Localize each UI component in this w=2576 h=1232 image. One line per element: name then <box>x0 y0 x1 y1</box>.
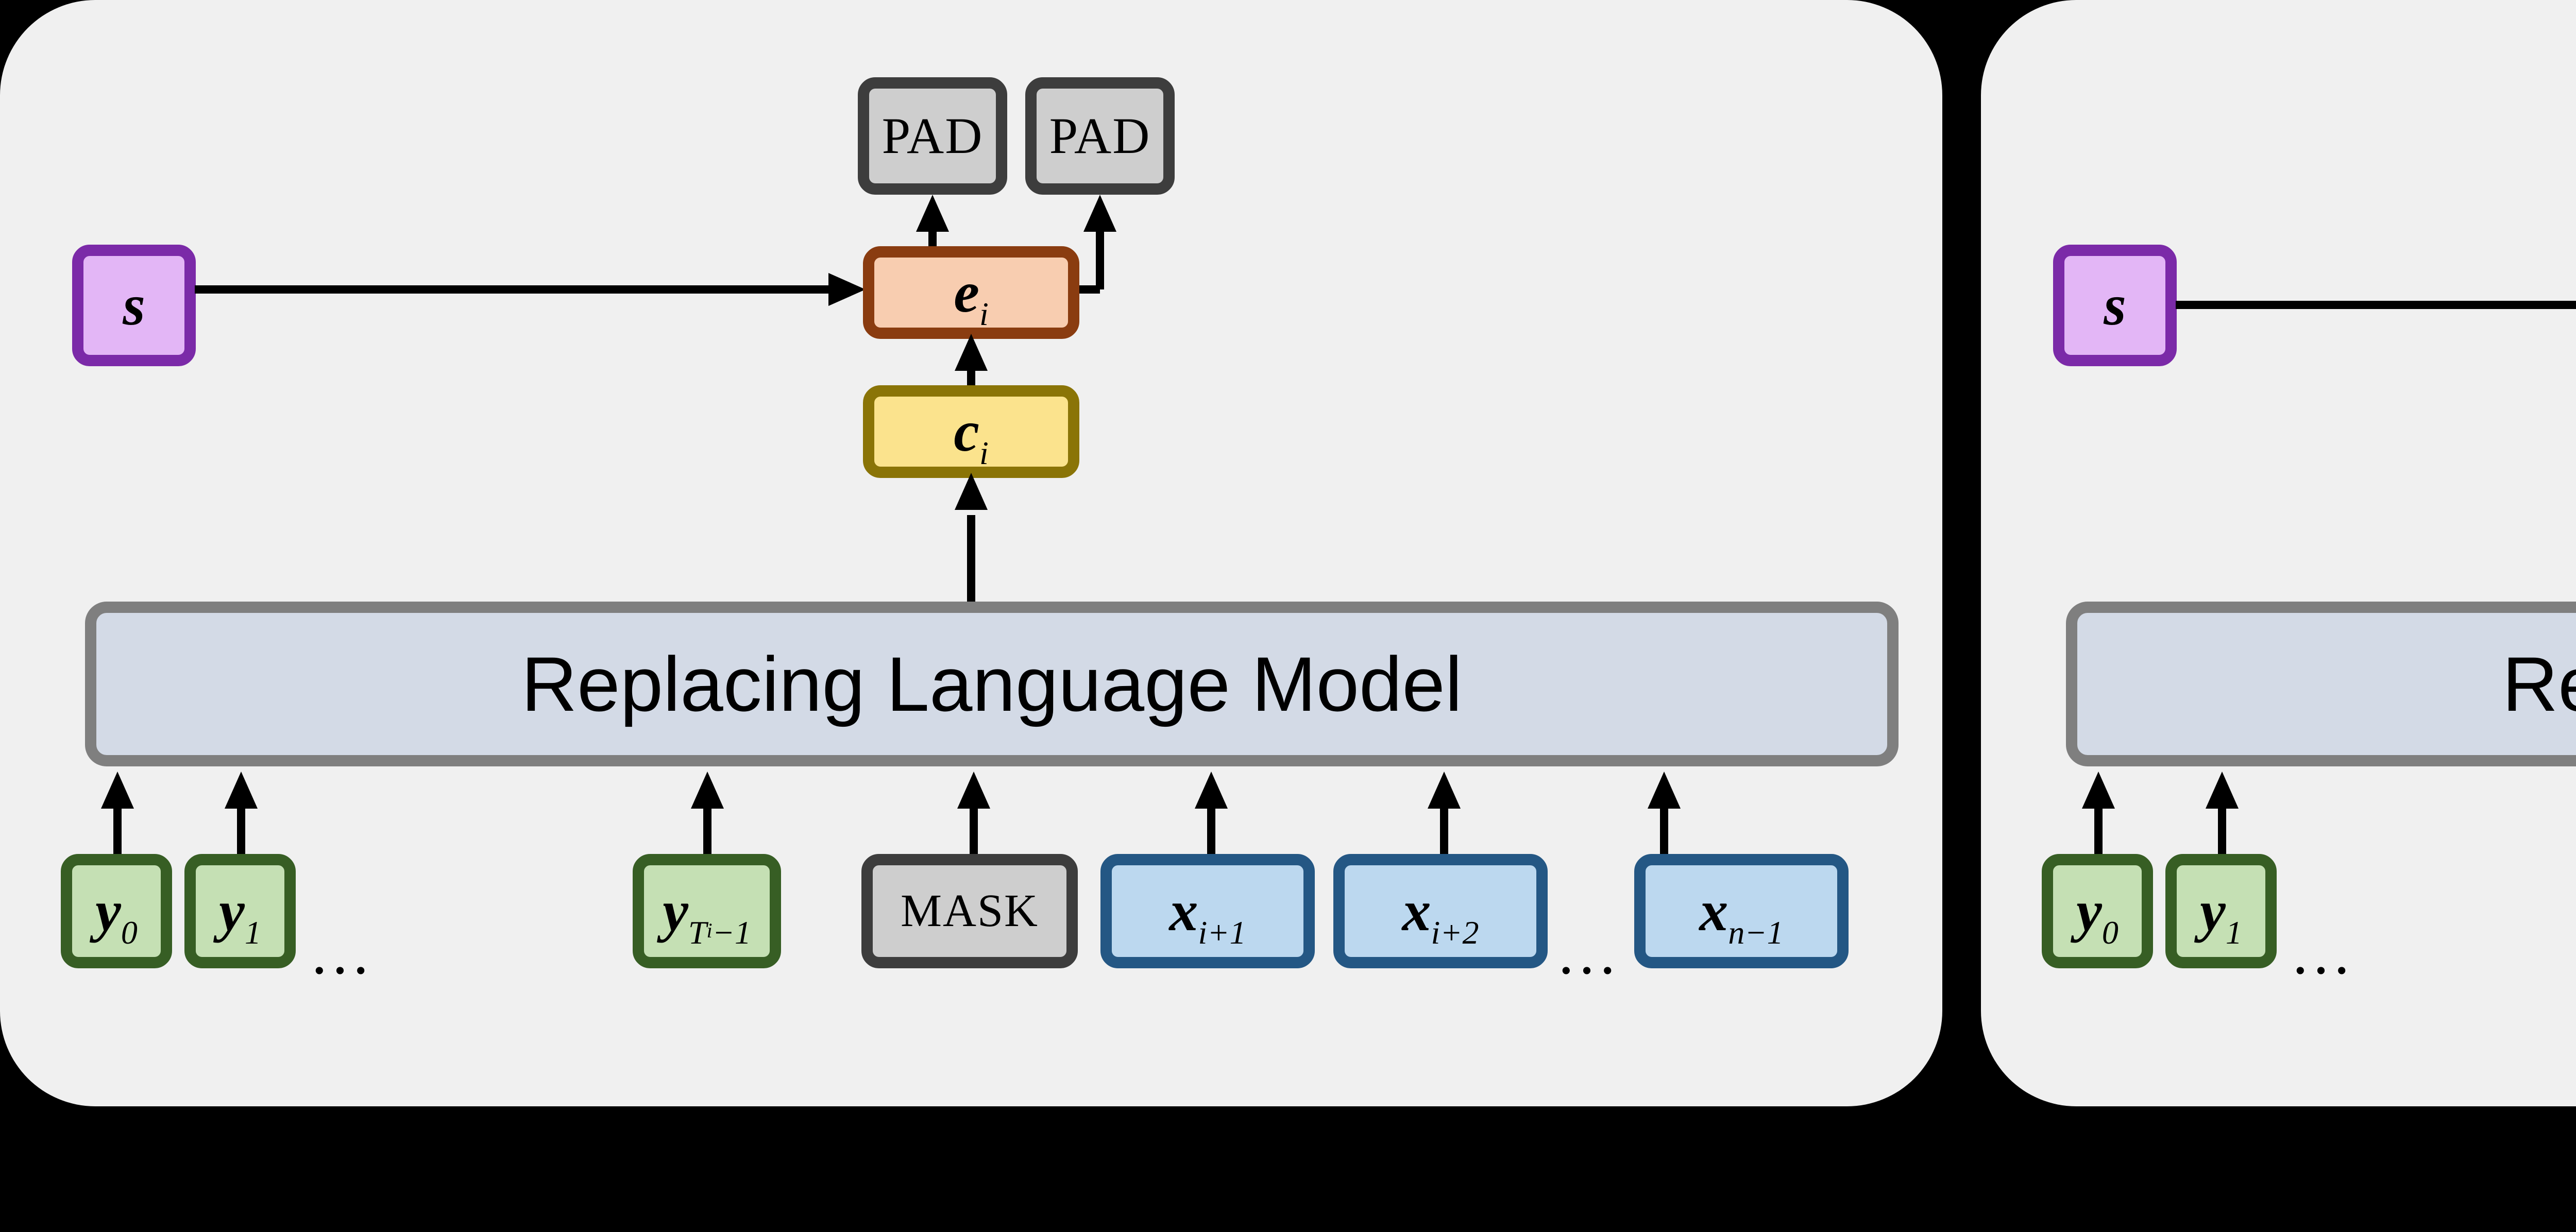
ellipsis-left-1: … <box>309 918 375 987</box>
token-xn1: xn−1 <box>1634 854 1849 968</box>
token-y0: y0 <box>61 854 172 968</box>
arrowhead-token-y0 <box>2082 772 2115 809</box>
ellipsis-right-1: … <box>2290 918 2356 987</box>
connector-s-to-ei <box>2176 301 2576 309</box>
ei-label: ei <box>954 261 989 332</box>
embedding-box-ei: ei <box>863 246 1079 339</box>
arrowhead-token-mask <box>957 772 990 809</box>
context-box-ci: ci <box>863 385 1079 478</box>
rlm-label: Replacing Language Model <box>2502 641 2576 727</box>
source-box-s: s <box>2053 245 2177 366</box>
token-xi1: xi+1 <box>1100 854 1315 968</box>
ellipsis-left-2: … <box>1556 918 1622 987</box>
s-label: s <box>123 273 145 337</box>
output-pad-1: PAD <box>858 77 1007 195</box>
output-pad-2: PAD <box>1025 77 1175 195</box>
inference-panel: yTi MASK s ei ci <box>1981 0 2576 1106</box>
connector-s-to-ei <box>195 285 838 294</box>
arrowhead-token-y0 <box>101 772 134 809</box>
rlm-label: Replacing Language Model <box>521 641 1463 727</box>
token-mask: MASK <box>861 854 1078 968</box>
token-yT: yTi−1 <box>633 854 781 968</box>
arrowhead-token-y1 <box>225 772 258 809</box>
arrowhead-ei-from-ci <box>955 334 988 371</box>
pad-label: PAD <box>1049 107 1151 164</box>
token-y1: y1 <box>2165 854 2277 968</box>
training-panel: PAD PAD s ei ci R <box>0 0 1942 1106</box>
token-xi2: xi+2 <box>1333 854 1548 968</box>
pad-label: PAD <box>882 107 984 164</box>
arrowhead-token-y1 <box>2206 772 2239 809</box>
arrowhead-pad2 <box>1083 195 1116 232</box>
replacing-language-model-bar: Replacing Language Model <box>2066 602 2576 766</box>
arrowhead-token-xi1 <box>1195 772 1228 809</box>
source-box-s: s <box>72 245 196 366</box>
token-y0: y0 <box>2042 854 2153 968</box>
arrowhead-ei <box>828 273 866 306</box>
token-y1: y1 <box>184 854 296 968</box>
arrowhead-token-xn1 <box>1648 772 1681 809</box>
arrowhead-token-xi2 <box>1428 772 1461 809</box>
arrowhead-token-yT <box>691 772 724 809</box>
s-label: s <box>2104 273 2126 337</box>
connector-rlm-to-ci <box>967 515 975 608</box>
arrowhead-ci <box>955 473 988 510</box>
arrowhead-pad1 <box>916 195 949 232</box>
ci-label: ci <box>954 400 989 471</box>
replacing-language-model-bar: Replacing Language Model <box>85 602 1899 766</box>
